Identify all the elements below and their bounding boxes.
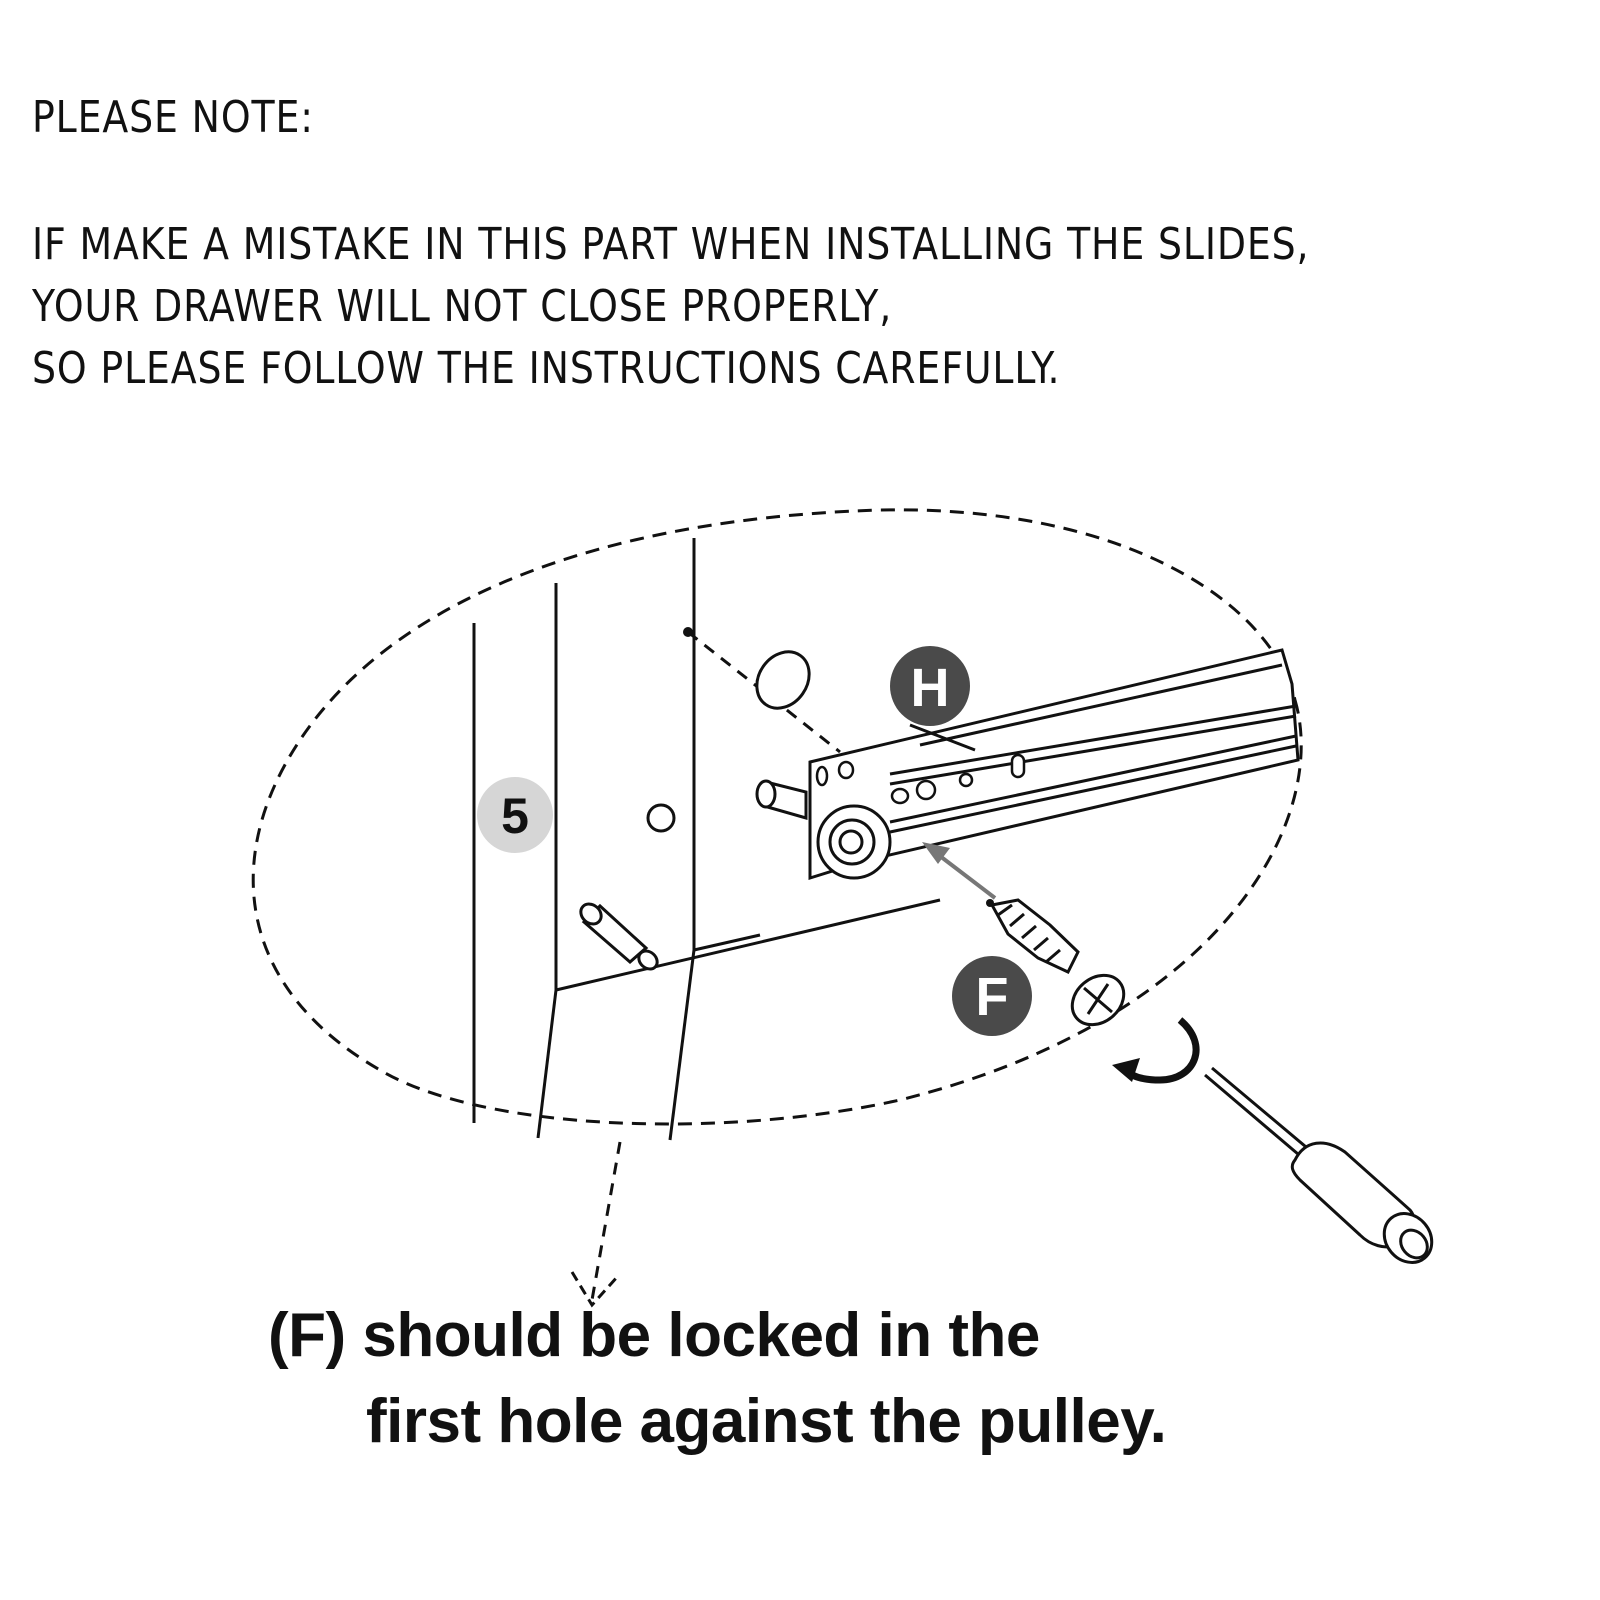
cabinet-panel <box>472 538 941 1141</box>
label-h-text: H <box>911 658 950 718</box>
note-body: IF MAKE A MISTAKE IN THIS PART WHEN INST… <box>32 214 1309 400</box>
note-title: PLEASE NOTE: <box>32 92 314 143</box>
label-badge-f: F <box>952 956 1032 1036</box>
insertion-arrow <box>922 842 997 900</box>
rail-holes <box>815 753 1026 805</box>
pulley-wheel <box>816 804 892 880</box>
screw-f <box>989 898 1126 1027</box>
detail-ellipse <box>251 508 1303 1126</box>
panel-hole <box>646 803 676 833</box>
small-screw-dot <box>683 627 693 637</box>
rotation-arrow-icon <box>1112 1017 1200 1084</box>
caption-pointer-head <box>570 1271 620 1308</box>
bracket-pin <box>755 779 808 820</box>
leader-line-h <box>909 723 976 752</box>
screw-tip <box>986 899 994 907</box>
alignment-guide <box>687 630 841 754</box>
note-line-2: YOUR DRAWER WILL NOT CLOSE PROPERLY, <box>32 281 893 332</box>
caption-pointer <box>590 1141 622 1301</box>
label-5-text: 5 <box>501 788 529 844</box>
screwdriver-icon <box>1204 1066 1434 1264</box>
label-badge-h: H <box>890 646 970 726</box>
label-badge-panel: 5 <box>477 777 553 853</box>
caption-line-1: (F) should be locked in the <box>268 1301 1040 1370</box>
note-line-1: IF MAKE A MISTAKE IN THIS PART WHEN INST… <box>32 219 1310 270</box>
label-f-text: F <box>976 967 1009 1027</box>
note-line-3: SO PLEASE FOLLOW THE INSTRUCTIONS CAREFU… <box>32 343 1061 394</box>
dowel-pin <box>579 902 659 971</box>
slide-rail <box>808 648 1300 881</box>
dowel-cap <box>755 650 811 710</box>
caption-line-2: first hole against the pulley. <box>366 1387 1167 1456</box>
